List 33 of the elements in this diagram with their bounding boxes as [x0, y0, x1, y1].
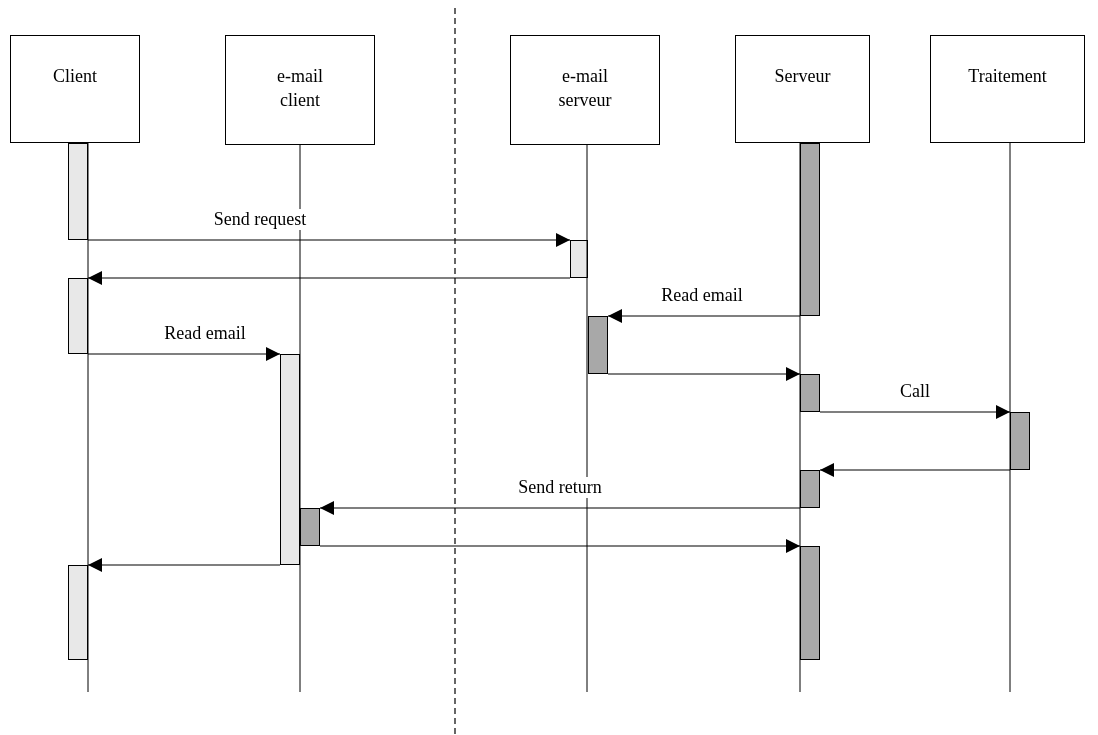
activation-bar	[800, 143, 820, 316]
participant-box: e-mail serveur	[510, 35, 660, 145]
activation-bar	[68, 278, 88, 354]
message-arrow	[607, 367, 801, 381]
message-arrow	[87, 233, 571, 247]
lifeline	[87, 142, 89, 693]
activation-bar	[1010, 412, 1030, 470]
message-arrow	[87, 558, 281, 572]
activation-bar	[280, 354, 300, 565]
participant-box: e-mail client	[225, 35, 375, 145]
message-arrow	[87, 271, 571, 285]
lifeline	[1009, 142, 1011, 693]
message-arrow	[319, 501, 801, 515]
activation-bar	[800, 470, 820, 508]
participant-box: Traitement	[930, 35, 1085, 143]
message-arrow	[319, 539, 801, 553]
lifeline	[799, 142, 801, 693]
participant-box: Serveur	[735, 35, 870, 143]
message-arrow	[607, 309, 801, 323]
lifeline	[299, 144, 301, 693]
lifeline	[586, 144, 588, 693]
message-arrow	[819, 463, 1011, 477]
activation-bar	[800, 374, 820, 412]
activation-bar	[300, 508, 320, 546]
message-label: Send request	[211, 209, 309, 230]
message-label: Send return	[516, 477, 604, 498]
activation-bar	[800, 546, 820, 660]
message-arrow	[87, 347, 281, 361]
participant-box: Client	[10, 35, 140, 143]
activation-bar	[68, 565, 88, 660]
message-arrow	[819, 405, 1011, 419]
activation-bar	[588, 316, 608, 374]
activation-bar	[68, 143, 88, 240]
